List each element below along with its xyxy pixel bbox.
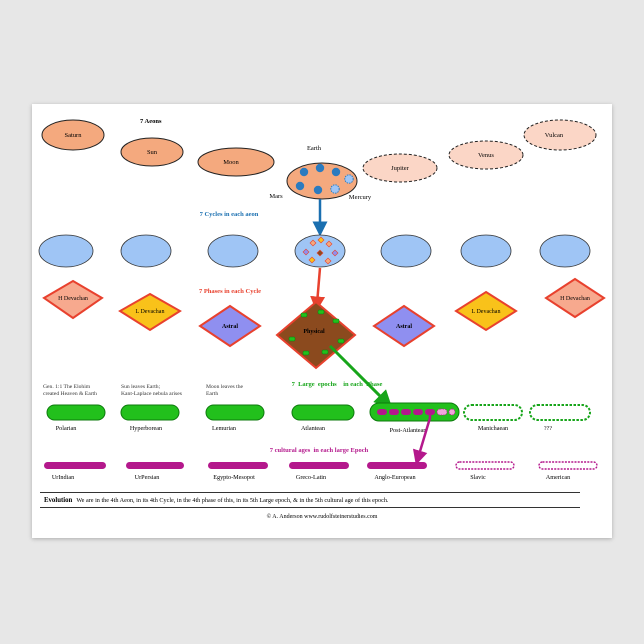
- aeon-vulcan-label: Vulcan: [545, 132, 564, 139]
- aeon-sun-shape: [120, 137, 184, 167]
- phase-astral-2: Astral: [372, 304, 436, 348]
- epoch-unknown: ???: [529, 404, 591, 432]
- epoch-label-7: ???: [544, 425, 552, 432]
- aeon-saturn-label: Saturn: [65, 132, 83, 139]
- phase-astral-1: Astral: [198, 304, 262, 348]
- cycle-1: [38, 234, 94, 268]
- aeon-earth: Earth Mars Mercury: [269, 145, 372, 201]
- epoch-label-3: Lemurian: [212, 425, 236, 432]
- epoch-label-6: Manichaean: [478, 425, 508, 432]
- physical-epoch-dots: [288, 309, 345, 356]
- epoch-label-1: Polarian: [56, 425, 77, 432]
- aeon-jupiter-shape: [362, 153, 438, 183]
- culture-label-5: Anglo-European: [374, 474, 415, 481]
- aeon-vulcan-shape: [523, 119, 597, 151]
- aeon-moon: Moon: [197, 147, 275, 177]
- culture-anglo-european-current: Anglo-European: [367, 462, 427, 481]
- phase-label-2: L Devachan: [136, 309, 165, 315]
- culture-label-4: Greco-Latin: [296, 474, 326, 481]
- aeon-sun: Sun: [120, 137, 184, 167]
- phase-label-6: L Devachan: [472, 309, 501, 315]
- phase-label-3: Astral: [222, 324, 238, 330]
- cycle-7: [539, 234, 591, 268]
- cycle-6: [460, 234, 512, 268]
- phase-h-devachan-1: H Devachan: [42, 279, 104, 320]
- credit-line: © A. Anderson www.rudolfsteinerstudies.c…: [266, 514, 378, 520]
- culture-egypto-mesopot: Egypto-Mesopot: [208, 462, 268, 481]
- culture-label-2: UrPersian: [135, 474, 160, 481]
- evolution-text: We are in the 4th Aeon, in its 4th Cycle…: [76, 497, 389, 504]
- cycles-title: 7 Cycles in each aeon: [200, 211, 259, 218]
- culture-urindian: UrIndian: [44, 462, 106, 481]
- arrow-phase-to-epoch: [328, 344, 393, 409]
- epoch-post-atlantean-current: Post-Atlantean: [369, 402, 460, 434]
- epochs-title: 7 Large epochs in each Phase: [292, 381, 383, 388]
- aeon-venus: Venus: [448, 140, 524, 170]
- culture-label-7: American: [546, 474, 570, 481]
- cycle-4-current: [294, 234, 346, 268]
- aeon-sun-label: Sun: [147, 149, 158, 156]
- cultural-ages-title: 7 cultural ages in each large Epoch: [270, 447, 369, 454]
- aeon-venus-shape: [448, 140, 524, 170]
- aeon-saturn: Saturn: [41, 119, 105, 151]
- phase-l-devachan-1: L Devachan: [118, 292, 182, 332]
- aeon-earth-label: Earth: [307, 145, 322, 152]
- phase-label-4: Physical: [303, 329, 325, 335]
- aeons-title: 7 Aeons: [140, 118, 162, 125]
- arrow-epoch-to-culture: [412, 412, 432, 466]
- culture-greco-latin: Greco-Latin: [289, 462, 349, 481]
- epoch-atlantean: Atlantean: [291, 404, 355, 432]
- culture-label-3: Egypto-Mesopot: [213, 474, 255, 481]
- epoch-hyperborean: Hyperborean: [120, 404, 180, 432]
- cycle-2: [120, 234, 172, 268]
- earth-planet-dots: [295, 163, 354, 195]
- culture-label-6: Slavic: [470, 474, 486, 481]
- epoch-note-1: Gen. 1:1 The Elohim created Heaven & Ear…: [43, 384, 97, 397]
- epoch-lemurian: Lemurian: [205, 404, 265, 432]
- culture-urpersian: UrPersian: [126, 462, 184, 481]
- epoch-note-2: Sun leaves Earth; Kant-Laplace nebula ar…: [121, 384, 182, 397]
- epoch-label-5: Post-Atlantean: [390, 427, 427, 434]
- phase-label-5: Astral: [396, 324, 412, 330]
- aeon-jupiter: Jupiter: [362, 153, 438, 183]
- aeon-moon-shape: [197, 147, 275, 177]
- cycle-3: [207, 234, 259, 268]
- earth-mars-label: Mars: [269, 193, 283, 200]
- epoch-label-2: Hyperborean: [130, 425, 162, 432]
- epoch-polarian: Polarian: [46, 404, 106, 432]
- epoch-note-3: Moon leaves the Earth: [206, 384, 244, 397]
- culture-label-1: UrIndian: [52, 474, 74, 481]
- aeon-moon-label: Moon: [223, 159, 239, 166]
- cycle-5: [380, 234, 432, 268]
- phase-label-7: H Devachan: [560, 296, 590, 302]
- aeon-saturn-shape: [41, 119, 105, 151]
- evolution-label: Evolution: [44, 497, 73, 504]
- phase-label-1: H Devachan: [58, 296, 88, 302]
- phases-title: 7 Phases in each Cycle: [199, 288, 261, 295]
- culture-american: American: [538, 461, 598, 481]
- epoch-manichaean: Manichaean: [463, 404, 523, 432]
- arrow-cycle-to-phase: [310, 267, 326, 312]
- aeon-vulcan: Vulcan: [523, 119, 597, 151]
- phase-l-devachan-2: L Devachan: [454, 290, 518, 332]
- culture-slavic: Slavic: [455, 461, 515, 481]
- epoch-label-4: Atlantean: [301, 425, 325, 432]
- phase-h-devachan-2: H Devachan: [544, 277, 606, 319]
- earth-mercury-label: Mercury: [349, 194, 372, 201]
- aeon-venus-label: Venus: [478, 152, 494, 159]
- aeon-jupiter-label: Jupiter: [391, 165, 410, 172]
